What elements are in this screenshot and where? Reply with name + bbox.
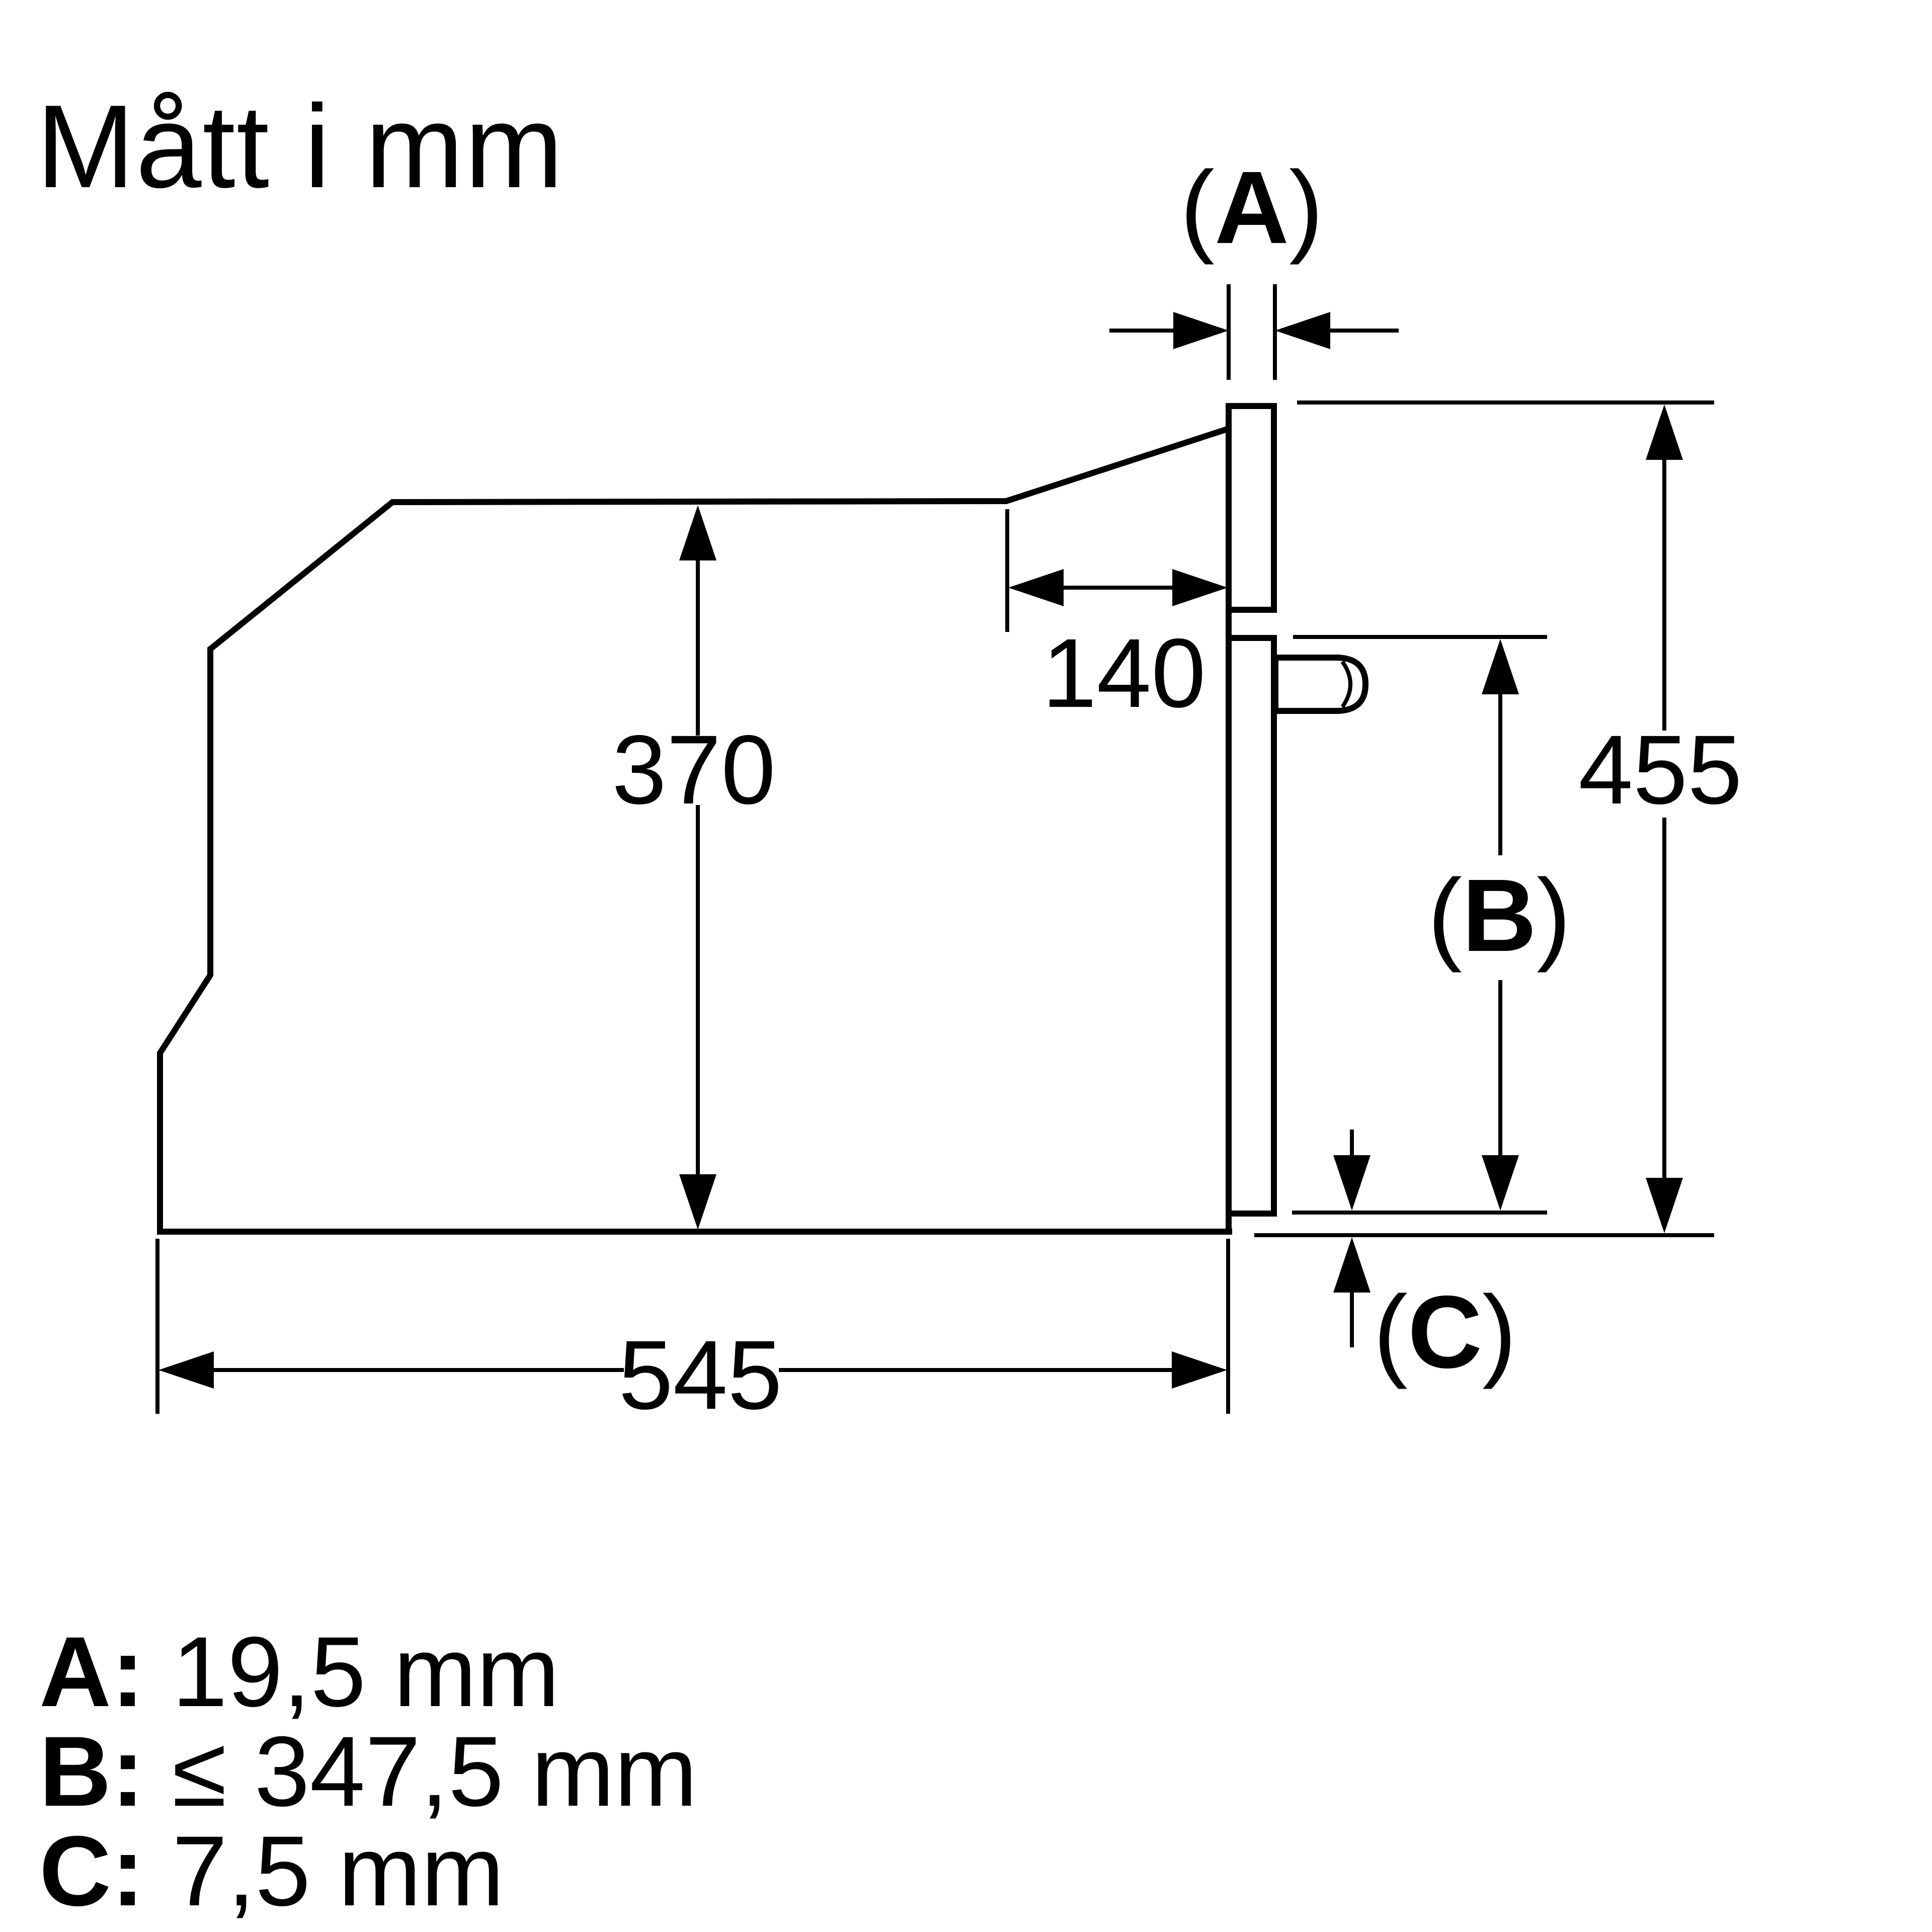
dim-140-arrow-right-icon bbox=[1172, 569, 1228, 606]
dim-455-arrow-up-icon bbox=[1646, 405, 1683, 460]
body-outline-path bbox=[157, 426, 1232, 1235]
control-knob-icon bbox=[1272, 655, 1369, 714]
dim-b-label: (B) bbox=[1428, 858, 1571, 973]
page-title: Mått i mm bbox=[36, 80, 565, 212]
front-frame-lower bbox=[1226, 635, 1277, 1217]
dim-545-value: 545 bbox=[618, 1320, 782, 1430]
legend-value-c: 7,5 mm bbox=[172, 1815, 505, 1926]
legend-key-b: B: bbox=[39, 1716, 144, 1827]
front-frame bbox=[1226, 403, 1369, 1217]
legend-key-a: A: bbox=[39, 1616, 144, 1727]
dim-455-arrow-down-icon bbox=[1646, 1178, 1683, 1233]
dim-545-arrow-left-icon bbox=[158, 1351, 214, 1389]
dim-b-arrow-down-icon bbox=[1482, 1155, 1519, 1211]
front-frame-upper bbox=[1226, 403, 1277, 613]
legend-row-b: B: ≤ 347,5 mm bbox=[39, 1722, 697, 1821]
dim-a-label: (A) bbox=[1180, 150, 1324, 265]
dim-c-label: (C) bbox=[1374, 1274, 1517, 1390]
dim-140-arrow-left-icon bbox=[1008, 569, 1064, 606]
dim-gap-c: (C) bbox=[1333, 1130, 1516, 1390]
legend-key-c: C: bbox=[39, 1815, 144, 1926]
dim-height-370: 370 bbox=[612, 505, 776, 1230]
dim-width-545: 545 bbox=[155, 1239, 1230, 1430]
dim-depth-140: 140 bbox=[1005, 509, 1228, 728]
dim-455-value: 455 bbox=[1578, 715, 1742, 825]
dim-gap-b: (B) bbox=[1292, 635, 1571, 1215]
dim-545-arrow-right-icon bbox=[1172, 1351, 1227, 1389]
dim-140-value: 140 bbox=[1042, 618, 1205, 728]
dim-a-arrow-left-icon bbox=[1275, 312, 1330, 349]
legend-row-a: A: 19,5 mm bbox=[39, 1622, 697, 1722]
dim-c-arrow-up-icon bbox=[1333, 1237, 1371, 1293]
dim-height-455: 455 bbox=[1254, 400, 1742, 1237]
dim-370-arrow-down-icon bbox=[679, 1174, 716, 1230]
control-knob-face-arc bbox=[1340, 660, 1352, 708]
legend-row-c: C: 7,5 mm bbox=[39, 1821, 697, 1921]
legend-value-b: ≤ 347,5 mm bbox=[172, 1716, 697, 1827]
legend: A: 19,5 mm B: ≤ 347,5 mm C: 7,5 mm bbox=[39, 1622, 697, 1921]
dim-370-value: 370 bbox=[612, 715, 775, 825]
dim-a-arrow-right-icon bbox=[1173, 312, 1229, 349]
dim-b-arrow-up-icon bbox=[1482, 639, 1519, 694]
dim-gap-a: (A) bbox=[1109, 150, 1399, 380]
legend-value-a: 19,5 mm bbox=[172, 1616, 560, 1727]
dim-c-arrow-down-icon bbox=[1333, 1155, 1371, 1211]
dim-370-arrow-up-icon bbox=[679, 505, 716, 560]
